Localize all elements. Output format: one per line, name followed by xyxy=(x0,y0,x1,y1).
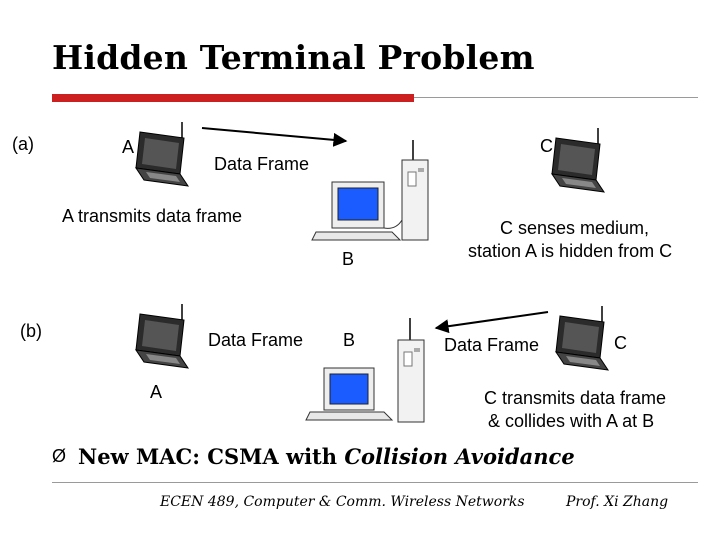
node-a-b-label: A xyxy=(150,382,163,402)
data-frame-label: Data Frame xyxy=(214,154,310,174)
data-frame-right-label: Data Frame xyxy=(444,335,540,355)
caption-collides: & collides with A at B xyxy=(488,411,655,431)
slide-title: Hidden Terminal Problem xyxy=(52,38,535,77)
node-a-label: A xyxy=(122,137,135,157)
footer-course: ECEN 489, Computer & Comm. Wireless Netw… xyxy=(160,494,525,510)
caption-a-transmits: A transmits data frame xyxy=(62,206,243,226)
desktop-b-b-icon xyxy=(305,318,425,423)
footer-divider xyxy=(52,482,698,483)
laptop-a-b-icon xyxy=(134,304,190,369)
node-b-b-label: B xyxy=(343,330,356,350)
node-b-label: B xyxy=(342,249,355,269)
bullet-arrow-icon: Ø xyxy=(52,446,67,466)
caption-c-senses: C senses medium, xyxy=(500,218,650,238)
laptop-c-icon xyxy=(550,128,606,193)
desktop-b-icon xyxy=(311,140,429,241)
panel-b-label: (b) xyxy=(20,321,42,341)
caption-c-transmits: C transmits data frame xyxy=(484,388,667,408)
title-accent-bar xyxy=(52,94,414,102)
caption-a-hidden: station A is hidden from C xyxy=(468,241,673,261)
node-c-b-label: C xyxy=(614,333,627,353)
bullet-prefix: New MAC: CSMA with xyxy=(78,444,345,469)
bullet-emphasis: Collision Avoidance xyxy=(344,444,575,469)
bullet-text: New MAC: CSMA with Collision Avoidance xyxy=(78,444,575,469)
data-frame-left-label: Data Frame xyxy=(208,330,304,350)
panel-a-label: (a) xyxy=(12,134,34,154)
laptop-a-icon xyxy=(134,122,190,187)
node-c-label: C xyxy=(540,136,553,156)
laptop-c-b-icon xyxy=(554,306,610,371)
footer-author: Prof. Xi Zhang xyxy=(566,494,669,510)
